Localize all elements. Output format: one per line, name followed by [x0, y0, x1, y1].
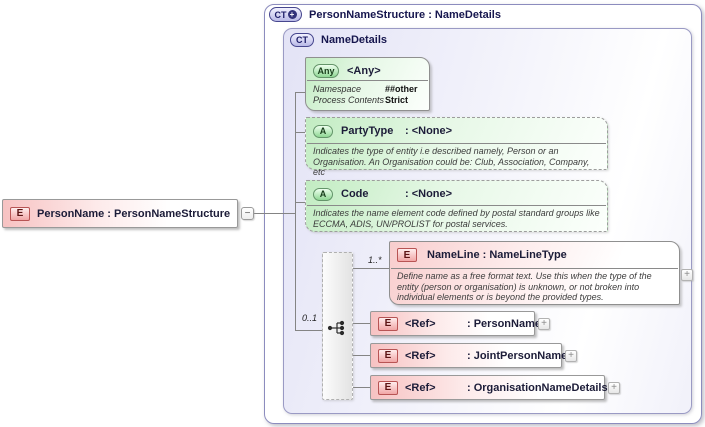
element-nameline-title: NameLine : NameLineType	[427, 249, 567, 261]
collapse-toggle[interactable]: −	[241, 207, 254, 220]
any-wildcard-box[interactable]: Any <Any> Namespace ##other Process Cont…	[305, 57, 430, 111]
expand-toggle-jointpersonname[interactable]: +	[565, 350, 577, 362]
any-title: <Any>	[347, 65, 381, 77]
expand-toggle-organisationnamedetails[interactable]: +	[608, 382, 620, 394]
connector-code	[295, 202, 305, 203]
choice-occurrence-label: 0..1	[301, 313, 317, 323]
any-facets: Namespace ##other Process Contents Stric…	[313, 84, 418, 105]
facet-label: Process Contents	[313, 95, 385, 105]
ref-label: <Ref>	[405, 381, 436, 394]
expand-toggle-nameline[interactable]: +	[681, 269, 693, 281]
attribute-icon: A	[313, 124, 333, 138]
element-nameline-doc: Define name as a free format text. Use t…	[397, 271, 652, 302]
ref-type: : JointPersonName	[467, 349, 568, 362]
element-ref-jointpersonname[interactable]: E <Ref> : JointPersonName	[370, 343, 567, 368]
attribute-type: : <None>	[405, 188, 453, 200]
connector-ref-jointpersonname	[353, 355, 370, 356]
element-icon: E	[397, 248, 417, 262]
connector-root	[254, 213, 295, 214]
complextype-icon: CT	[290, 33, 314, 47]
complextype-header[interactable]: CT+ PersonNameStructure : NameDetails	[269, 7, 501, 22]
divider	[307, 143, 606, 144]
element-icon: E	[378, 316, 398, 331]
attribute-partytype-box[interactable]: A PartyType : <None> Indicates the type …	[305, 117, 608, 177]
element-icon: E	[10, 206, 30, 221]
complextype-container-personnamestructure	[264, 4, 702, 424]
choice-icon	[327, 320, 345, 336]
attribute-code-box[interactable]: A Code : <None> Indicates the name eleme…	[305, 180, 608, 232]
element-icon: E	[378, 348, 398, 363]
expand-toggle-personname[interactable]: +	[538, 318, 550, 330]
facet-value: Strict	[385, 95, 409, 105]
facet-label: Namespace	[313, 84, 362, 94]
connector-choice	[295, 330, 322, 331]
attribute-name: PartyType	[341, 125, 394, 137]
inner-type-header[interactable]: CT NameDetails	[290, 33, 387, 47]
attribute-code-doc: Indicates the name element code defined …	[313, 208, 600, 229]
choice-compositor-box[interactable]	[322, 252, 353, 400]
element-nameline-box[interactable]: E NameLine : NameLineType Define name as…	[389, 241, 680, 305]
ref-label: <Ref>	[405, 349, 436, 362]
divider	[307, 205, 606, 206]
connector-nameline	[353, 268, 389, 269]
ref-type: : OrganisationNameDetails	[467, 381, 608, 394]
divider	[307, 80, 428, 81]
element-personname-title: PersonName : PersonNameStructure	[37, 207, 231, 220]
element-ref-organisationnamedetails[interactable]: E <Ref> : OrganisationNameDetails	[370, 375, 608, 400]
attribute-partytype-doc: Indicates the type of entity i.e describ…	[313, 146, 590, 177]
ref-type: : PersonName	[467, 317, 541, 330]
facet-value: ##other	[385, 84, 418, 94]
inner-type-title: NameDetails	[321, 34, 388, 46]
complextype-plus-icon: CT+	[269, 7, 302, 22]
connector-ref-organisationnamedetails	[353, 387, 370, 388]
element-personname[interactable]: E PersonName : PersonNameStructure	[2, 199, 238, 228]
attribute-type: : <None>	[405, 125, 453, 137]
any-icon: Any	[313, 64, 339, 78]
connector-any	[295, 92, 305, 93]
attribute-icon: A	[313, 187, 333, 201]
connector-ref-personname	[353, 323, 370, 324]
attribute-name: Code	[341, 188, 369, 200]
complextype-title: PersonNameStructure : NameDetails	[309, 8, 501, 21]
nameline-occurrence-label: 1..*	[368, 255, 382, 265]
connector-partytype	[295, 132, 305, 133]
element-ref-personname[interactable]: E <Ref> : PersonName	[370, 311, 541, 336]
connector-trunk	[295, 92, 296, 331]
ref-label: <Ref>	[405, 317, 436, 330]
element-icon: E	[378, 380, 398, 395]
divider	[391, 268, 678, 269]
